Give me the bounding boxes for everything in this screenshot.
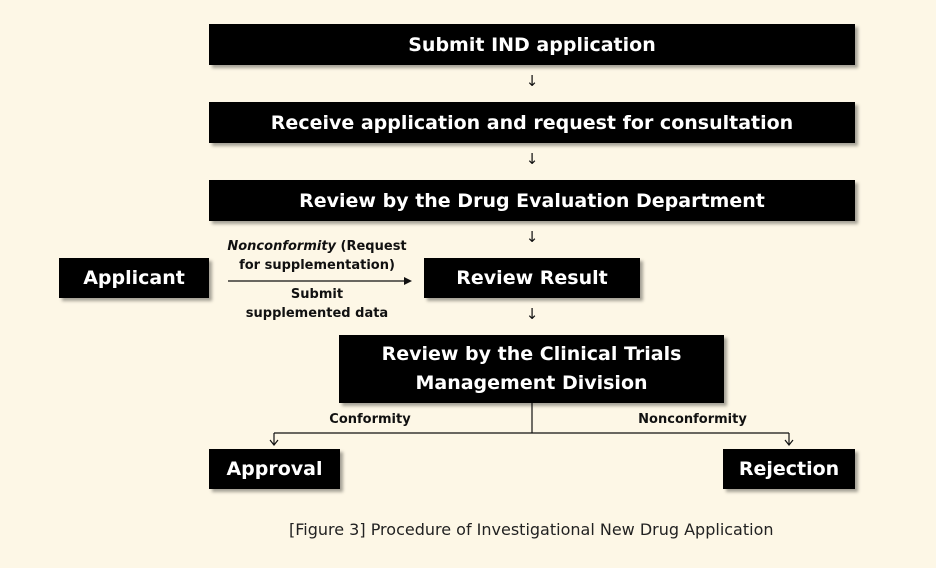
rejection-box: Rejection	[723, 449, 855, 489]
submit-supplemented-line2: supplemented data	[245, 306, 389, 321]
branch-left-arrowhead	[269, 439, 279, 446]
applicant-to-result-arrowhead	[404, 277, 412, 285]
nonconformity-request-rest: (Request	[336, 239, 407, 254]
review-department-label: Review by the Drug Evaluation Department	[299, 189, 765, 212]
review-department-box: Review by the Drug Evaluation Department	[209, 180, 855, 221]
conformity-label: Conformity	[329, 412, 411, 427]
receive-application-label: Receive application and request for cons…	[270, 111, 794, 134]
receive-application-box: Receive application and request for cons…	[209, 102, 855, 143]
branch-right-arrowhead	[784, 439, 794, 446]
review-division-box: Review by the Clinical Trials Management…	[339, 335, 724, 403]
submit-supplemented-label: Submit supplemented data	[222, 285, 412, 323]
submit-ind-box: Submit IND application	[209, 24, 855, 65]
review-result-label: Review Result	[456, 267, 608, 289]
review-result-box: Review Result	[424, 258, 640, 298]
nonconformity-request-line2: for supplementation)	[239, 258, 395, 273]
approval-box: Approval	[209, 449, 340, 489]
down-arrow-icon: ↓	[525, 72, 539, 90]
applicant-label: Applicant	[83, 267, 185, 289]
down-arrow-icon: ↓	[525, 228, 539, 246]
figure-caption: [Figure 3] Procedure of Investigational …	[289, 520, 774, 539]
nonconformity-label: Nonconformity	[638, 412, 747, 427]
down-arrow-icon: ↓	[525, 150, 539, 168]
down-arrow-icon: ↓	[525, 305, 539, 323]
submit-ind-label: Submit IND application	[408, 33, 656, 56]
submit-supplemented-line1: Submit	[290, 287, 344, 302]
approval-label: Approval	[226, 458, 323, 480]
review-division-line1: Review by the Clinical Trials	[381, 343, 682, 365]
review-division-line2: Management Division	[415, 372, 648, 394]
nonconformity-italic: Nonconformity	[227, 239, 337, 254]
rejection-label: Rejection	[738, 458, 840, 480]
applicant-box: Applicant	[59, 258, 209, 298]
nonconformity-request-label: Nonconformity (Request for supplementati…	[222, 237, 412, 275]
